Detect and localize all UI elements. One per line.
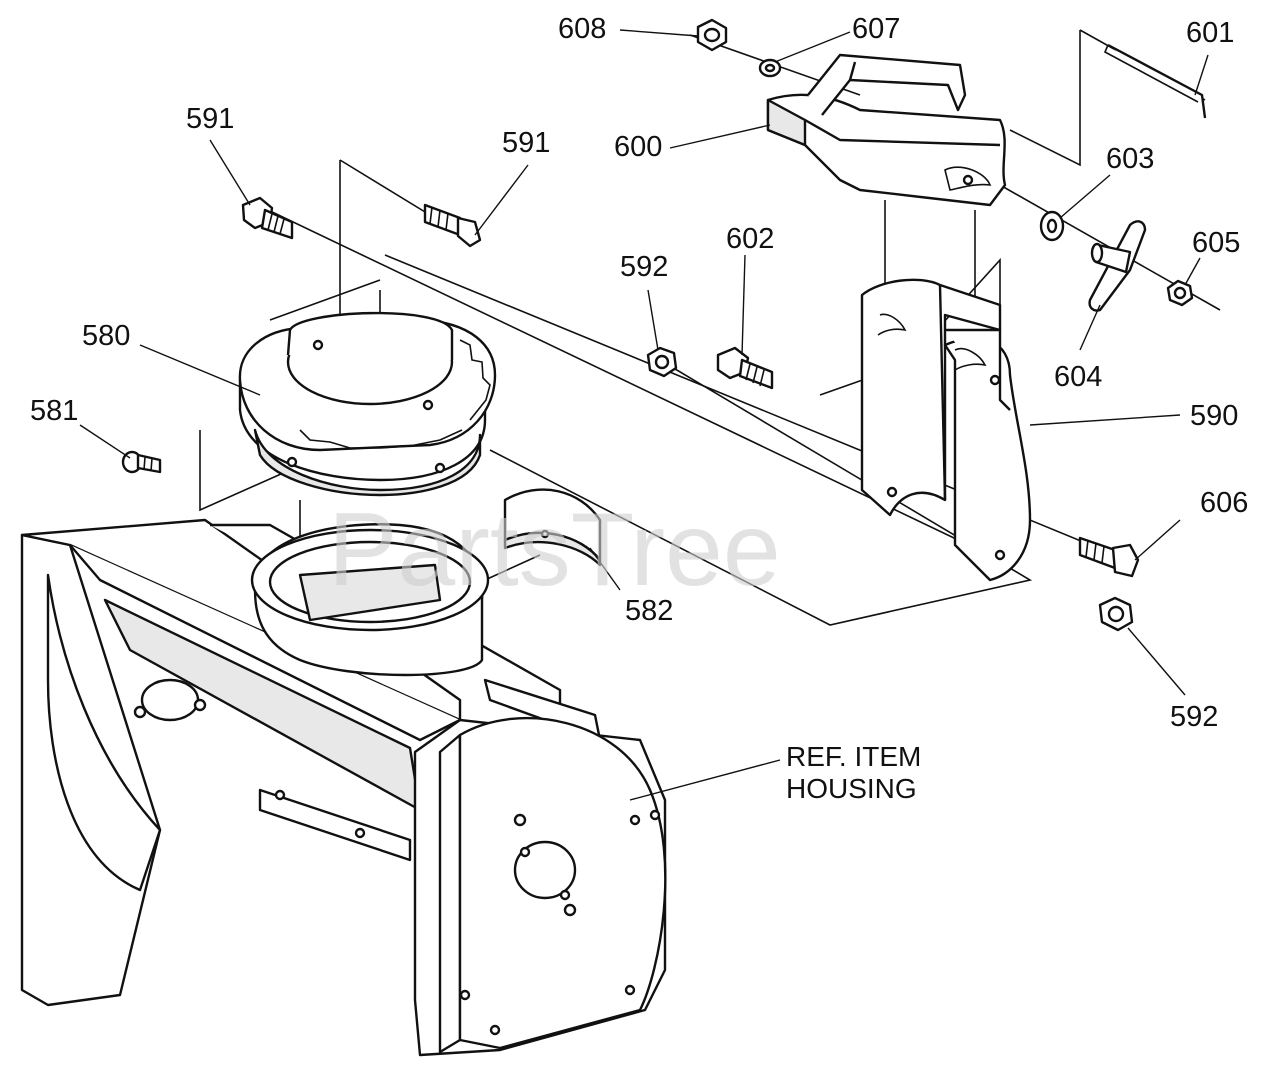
leader-lines — [79, 29, 1209, 801]
callout-labels: 608 607 601 591 591 600 603 602 592 605 … — [30, 13, 1248, 804]
callout-592-lower: 592 — [1170, 701, 1218, 733]
nut-592-lower — [1098, 596, 1134, 632]
callout-603: 603 — [1106, 143, 1154, 175]
pin-601 — [1103, 43, 1207, 119]
bolt-606 — [1078, 536, 1140, 578]
watermark-text: PartsTree — [328, 492, 781, 608]
knob-604 — [1088, 220, 1147, 312]
callout-592-upper: 592 — [620, 251, 668, 283]
callout-590: 590 — [1190, 400, 1238, 432]
screw-581 — [121, 450, 162, 474]
callout-607: 607 — [852, 13, 900, 45]
washer-607 — [758, 58, 782, 78]
reference-label-line1: REF. ITEM — [786, 741, 921, 772]
housing-part — [20, 518, 667, 1057]
callout-582: 582 — [625, 595, 673, 627]
callout-604: 604 — [1054, 361, 1102, 393]
chute-590 — [860, 278, 1032, 582]
washer-603 — [1039, 210, 1065, 242]
callout-602: 602 — [726, 223, 774, 255]
hardware-parts — [121, 18, 1194, 632]
callout-591-left: 591 — [186, 103, 234, 135]
reference-label-line2: HOUSING — [786, 773, 917, 804]
bolt-591-left — [241, 196, 294, 240]
keeper-582 — [503, 488, 602, 567]
callout-591-right: 591 — [502, 127, 550, 159]
callout-581: 581 — [30, 395, 78, 427]
nut-592-upper — [646, 346, 678, 378]
chute-base-ring-580 — [238, 311, 497, 497]
callout-605: 605 — [1192, 227, 1240, 259]
deflector-600 — [766, 53, 1007, 207]
nut-608 — [696, 18, 728, 52]
bolt-602 — [716, 346, 774, 390]
callout-580: 580 — [82, 320, 130, 352]
callout-608: 608 — [558, 13, 606, 45]
callout-600: 600 — [614, 131, 662, 163]
callout-601: 601 — [1186, 17, 1234, 49]
callout-606: 606 — [1200, 487, 1248, 519]
nut-605 — [1166, 279, 1194, 307]
bolt-591-right — [423, 203, 482, 248]
